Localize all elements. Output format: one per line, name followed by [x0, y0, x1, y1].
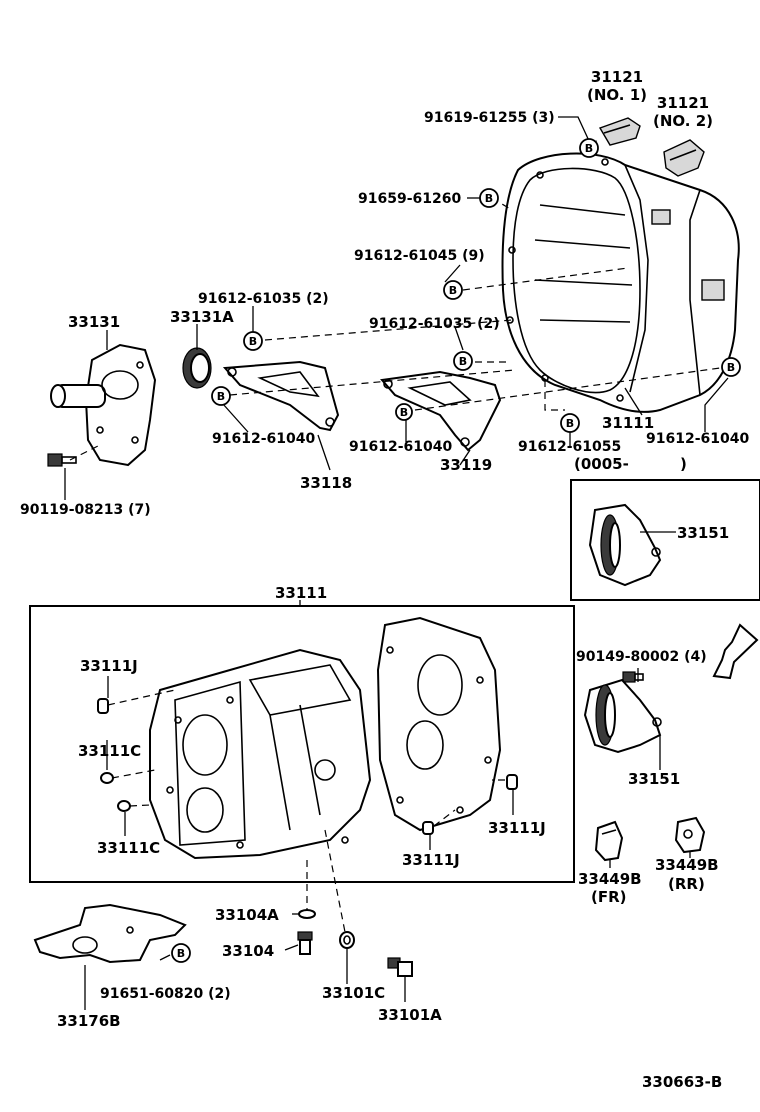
- plug-33101A: [387, 957, 413, 977]
- pad-31121-no2: [663, 139, 705, 177]
- bolt-marker-icon: B: [453, 351, 473, 371]
- label-31111: 31111: [602, 414, 654, 432]
- bracket-33119: [380, 370, 502, 452]
- label-33449B-fr: 33449B: [578, 870, 642, 888]
- extension-housing-33151-bottom: [583, 678, 662, 754]
- bolt-marker-icon: B: [171, 943, 191, 963]
- pin-33111J-b: [422, 821, 434, 835]
- label-note-0005: (0005-: [574, 455, 629, 473]
- label-33101A: 33101A: [378, 1006, 442, 1024]
- bolt-90149-80002: [622, 671, 644, 683]
- label-91612-61035-mid: 91612-61035 (2): [369, 316, 500, 332]
- svg-text:B: B: [459, 355, 467, 368]
- shift-lever-bracket-33176B: [33, 903, 187, 964]
- variant-box-33151: [570, 479, 760, 601]
- label-91612-61040-right: 91612-61040: [646, 431, 749, 447]
- gasket-33104A: [298, 909, 316, 919]
- label-31121-no1: 31121: [591, 68, 643, 86]
- bolt-marker-icon: B: [395, 403, 413, 421]
- label-33449B-fr-sub: (FR): [591, 888, 627, 906]
- label-33151-bottom: 33151: [628, 770, 680, 788]
- label-33449B-rr: 33449B: [655, 856, 719, 874]
- svg-text:B: B: [585, 142, 593, 155]
- plug-33104: [297, 931, 313, 955]
- bolt-marker-icon: B: [560, 413, 580, 433]
- svg-text:B: B: [177, 947, 185, 960]
- bolt-marker-icon: B: [443, 280, 463, 300]
- bolt-marker-icon: B: [579, 138, 599, 158]
- svg-text:B: B: [485, 192, 493, 205]
- label-33119: 33119: [440, 456, 492, 474]
- bolt-marker-icon: B: [479, 188, 499, 208]
- gasket-33101C: [339, 931, 355, 949]
- diagram-code: 330663-B: [642, 1073, 722, 1091]
- front-plate-33111: [376, 616, 502, 832]
- label-33131: 33131: [68, 313, 120, 331]
- transmission-case-33111: [149, 648, 372, 860]
- pad-31121-no1: [598, 117, 641, 146]
- bracket-33118: [222, 360, 340, 432]
- svg-text:B: B: [217, 390, 225, 403]
- label-33111C-b: 33111C: [97, 839, 160, 857]
- label-33111J-b: 33111J: [402, 851, 460, 869]
- bolt-90119-08213: [47, 453, 77, 467]
- svg-text:B: B: [400, 406, 408, 419]
- svg-text:B: B: [249, 335, 257, 348]
- leader-lines: [64, 116, 729, 1010]
- label-91612-61055: 91612-61055: [518, 439, 621, 455]
- label-91651-60820: 91651-60820 (2): [100, 986, 231, 1002]
- label-33176B: 33176B: [57, 1012, 121, 1030]
- label-note-0005-close: ): [680, 455, 687, 473]
- pin-33111C-a: [100, 772, 114, 784]
- label-33111J-a: 33111J: [80, 657, 138, 675]
- extension-housing-33151-top: [588, 503, 662, 587]
- label-31121-no2-sub: (NO. 2): [653, 112, 713, 130]
- label-91612-61040-left: 91612-61040: [212, 431, 315, 447]
- label-91612-61035-left: 91612-61035 (2): [198, 291, 329, 307]
- svg-text:B: B: [566, 417, 574, 430]
- front-arrow: [712, 623, 759, 680]
- pin-33111J-a: [97, 698, 109, 714]
- pin-33111J-c: [506, 774, 518, 790]
- case-group-box-33111: [29, 605, 575, 883]
- bushing-33449B-fr: [594, 820, 624, 862]
- label-33131A: 33131A: [170, 308, 234, 326]
- bushing-33449B-rr: [674, 816, 706, 854]
- label-90149-80002: 90149-80002 (4): [576, 649, 707, 665]
- bolt-marker-icon: B: [243, 331, 263, 351]
- label-33111J-c: 33111J: [488, 819, 546, 837]
- label-33449B-rr-sub: (RR): [668, 875, 705, 893]
- label-33104A: 33104A: [215, 906, 279, 924]
- label-91659-61260: 91659-61260: [358, 191, 461, 207]
- label-91612-61040-mid: 91612-61040: [349, 439, 452, 455]
- label-91619-61255: 91619-61255 (3): [424, 110, 555, 126]
- label-31121-no2: 31121: [657, 94, 709, 112]
- svg-text:B: B: [727, 361, 735, 374]
- bell-housing-31111: [501, 152, 740, 413]
- label-33151-top: 33151: [677, 524, 729, 542]
- label-33111C-a: 33111C: [78, 742, 141, 760]
- dashed-alignment-lines: [69, 139, 721, 933]
- label-33118: 33118: [300, 474, 352, 492]
- bolt-marker-icon: B: [721, 357, 741, 377]
- bolt-marker-icon: B: [211, 386, 231, 406]
- label-90119-08213: 90119-08213 (7): [20, 502, 151, 518]
- bearing-retainer-33131: [50, 343, 157, 467]
- label-31121-no1-sub: (NO. 1): [587, 86, 647, 104]
- pin-33111C-b: [117, 800, 131, 812]
- label-91612-61045: 91612-61045 (9): [354, 248, 485, 264]
- label-33111-group: 33111: [275, 584, 327, 602]
- oil-seal-33131A: [182, 347, 212, 389]
- label-33104: 33104: [222, 942, 274, 960]
- svg-text:B: B: [449, 284, 457, 297]
- label-33101C: 33101C: [322, 984, 385, 1002]
